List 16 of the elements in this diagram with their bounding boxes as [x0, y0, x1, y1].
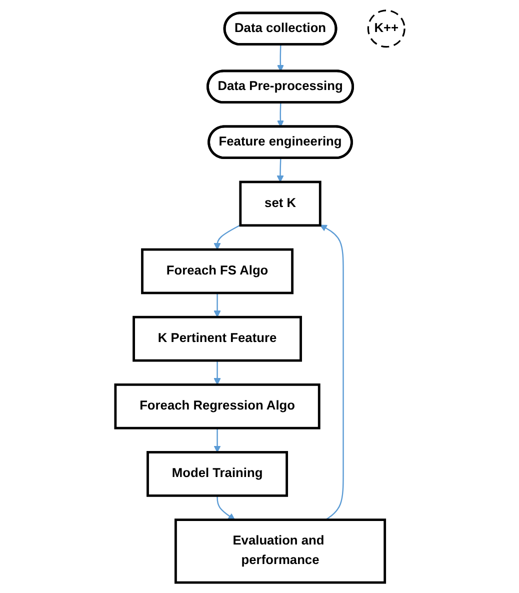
- arrow: [216, 496, 235, 520]
- arrow: [213, 428, 220, 453]
- node-box: Foreach FS Algo: [140, 248, 293, 294]
- node-box: Foreach Regression Algo: [114, 383, 320, 430]
- node-box: Evaluation and performance: [174, 518, 386, 584]
- node-box: Model Training: [146, 451, 288, 497]
- arrow: [276, 44, 284, 72]
- node-circle: K++: [366, 10, 405, 48]
- node-box: set K: [238, 180, 321, 227]
- arrow: [213, 292, 220, 318]
- arrow: [276, 158, 284, 182]
- arrow: [213, 360, 220, 385]
- node-box: K Pertinent Feature: [132, 316, 302, 362]
- arrow: [319, 224, 344, 520]
- arrow: [276, 102, 284, 128]
- arrow: [213, 224, 240, 250]
